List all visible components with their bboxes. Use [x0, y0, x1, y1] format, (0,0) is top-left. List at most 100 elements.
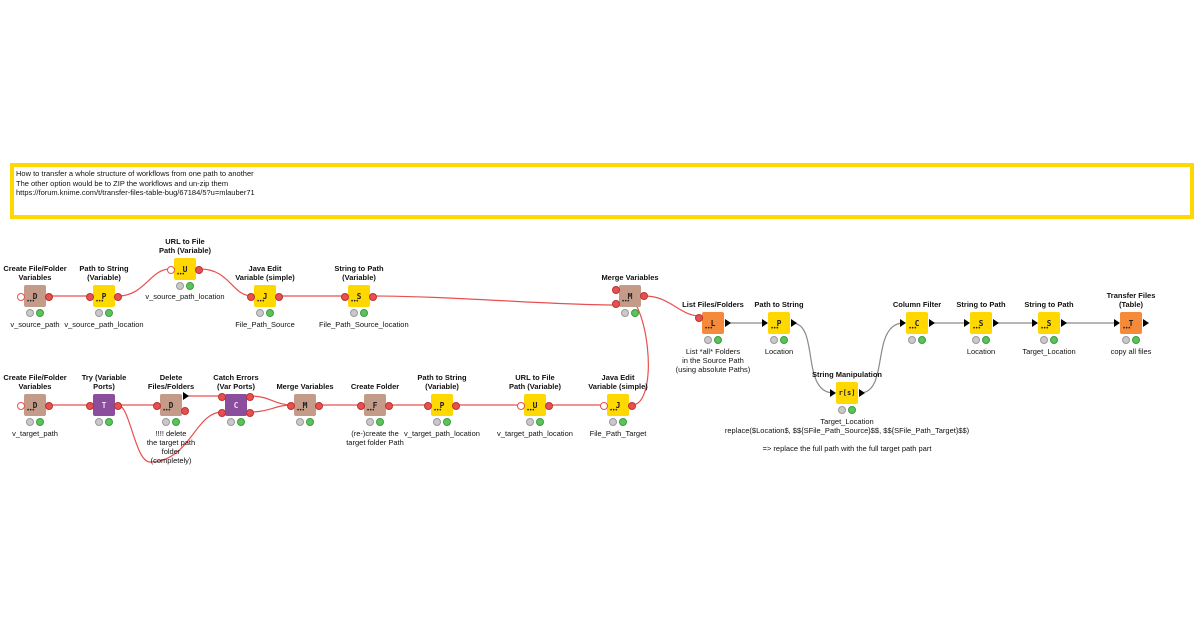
input-port[interactable]: [1032, 319, 1038, 327]
node-url-to-file-path-variable-target[interactable]: URL to File Path (Variable) U ••• v_targ…: [495, 373, 575, 438]
input-port[interactable]: [86, 402, 94, 410]
output-port[interactable]: [181, 407, 189, 415]
output-port[interactable]: [114, 402, 122, 410]
output-port[interactable]: [993, 319, 999, 327]
input-port[interactable]: [695, 314, 703, 322]
node-path-to-string-variable-target[interactable]: Path to String (Variable) P ••• v_target…: [402, 373, 482, 438]
string-to-path-icon[interactable]: S •••: [964, 312, 999, 334]
input-port[interactable]: [424, 402, 432, 410]
node-java-edit-variable-target[interactable]: Java Edit Variable (simple) J ••• File_P…: [578, 373, 658, 438]
output-port[interactable]: [246, 393, 254, 401]
connection-var[interactable]: [117, 268, 171, 297]
input-port[interactable]: [247, 293, 255, 301]
output-port[interactable]: [114, 293, 122, 301]
connection-var[interactable]: [117, 404, 223, 463]
output-port[interactable]: [385, 402, 393, 410]
output-port[interactable]: [195, 266, 203, 274]
workflow-annotation[interactable]: How to transfer a whole structure of wor…: [10, 163, 1194, 219]
output-port[interactable]: [929, 319, 935, 327]
node-create-folder[interactable]: Create Folder F ••• (re-)create the targ…: [335, 382, 415, 447]
list-files-icon[interactable]: L •••: [695, 312, 731, 334]
output-port[interactable]: [45, 402, 53, 410]
node-java-edit-variable[interactable]: Java Edit Variable (simple) J ••• File_P…: [225, 264, 305, 329]
input-port[interactable]: [153, 402, 161, 410]
node-merge-variables-top[interactable]: Merge Variables M •••: [590, 273, 670, 317]
input-port[interactable]: [900, 319, 906, 327]
url-path-icon[interactable]: U •••: [517, 394, 553, 416]
connection-var[interactable]: [199, 268, 253, 297]
output-port[interactable]: [1061, 319, 1067, 327]
output-port[interactable]: [315, 402, 323, 410]
input-port[interactable]: [17, 293, 25, 301]
connection-var[interactable]: [371, 295, 618, 306]
connection-var[interactable]: [644, 295, 701, 317]
node-transfer-files-table[interactable]: Transfer Files (Table) T ••• copy all fi…: [1091, 291, 1171, 356]
java-icon[interactable]: J •••: [247, 285, 283, 307]
node-url-to-file-path-variable[interactable]: URL to File Path (Variable) U ••• v_sour…: [145, 237, 225, 301]
input-port[interactable]: [218, 393, 226, 401]
input-port[interactable]: [218, 409, 226, 417]
column-filter-icon[interactable]: C •••: [900, 312, 935, 334]
delete-icon[interactable]: D •••: [153, 392, 189, 416]
node-path-to-string-variable[interactable]: Path to String (Variable) P ••• v_source…: [64, 264, 144, 329]
input-port[interactable]: [600, 402, 608, 410]
node-column-filter[interactable]: Column Filter C •••: [877, 300, 957, 344]
output-port[interactable]: [725, 319, 731, 327]
merge-icon[interactable]: M •••: [612, 285, 648, 308]
connection-data[interactable]: [791, 322, 835, 394]
output-port[interactable]: [45, 293, 53, 301]
output-port[interactable]: [452, 402, 460, 410]
create-folder-icon[interactable]: F •••: [357, 394, 393, 416]
path-to-string-icon[interactable]: P •••: [424, 394, 460, 416]
node-path-to-string[interactable]: Path to String P ••• Location: [739, 300, 819, 356]
input-port[interactable]: [287, 402, 295, 410]
output-port[interactable]: [183, 392, 189, 400]
node-try-variable-ports[interactable]: Try (Variable Ports) T: [64, 373, 144, 426]
input-port[interactable]: [341, 293, 349, 301]
input-port[interactable]: [1114, 319, 1120, 327]
node-string-to-path-variable[interactable]: String to Path (Variable) S ••• File_Pat…: [319, 264, 409, 329]
string-to-path-icon[interactable]: S •••: [1032, 312, 1067, 334]
string-manipulation-icon[interactable]: r[s]: [830, 382, 865, 404]
input-port[interactable]: [357, 402, 365, 410]
input-port[interactable]: [612, 286, 620, 294]
input-port[interactable]: [964, 319, 970, 327]
string-to-path-icon[interactable]: S •••: [341, 285, 377, 307]
merge-icon[interactable]: M •••: [287, 394, 323, 416]
node-string-manipulation[interactable]: String Manipulation r[s] Target_Location…: [717, 370, 977, 453]
catch-icon[interactable]: C: [218, 393, 254, 417]
output-port[interactable]: [791, 319, 797, 327]
node-create-file-folder-variables-target[interactable]: Create File/Folder Variables D ••• v_tar…: [0, 373, 75, 438]
output-port[interactable]: [859, 389, 865, 397]
input-port[interactable]: [17, 402, 25, 410]
connection-data[interactable]: [859, 322, 905, 394]
transfer-icon[interactable]: T •••: [1114, 312, 1149, 334]
path-to-string-icon[interactable]: P •••: [86, 285, 122, 307]
output-port[interactable]: [275, 293, 283, 301]
output-port[interactable]: [1143, 319, 1149, 327]
node-list-files-folders[interactable]: List Files/Folders L ••• List *all* Fold…: [673, 300, 753, 374]
node-create-file-folder-variables[interactable]: Create File/Folder Variables D ••• v_sou…: [0, 264, 75, 329]
input-port[interactable]: [167, 266, 175, 274]
output-port[interactable]: [628, 402, 636, 410]
url-path-icon[interactable]: U •••: [167, 258, 203, 280]
output-port[interactable]: [545, 402, 553, 410]
node-string-to-path-location[interactable]: String to Path S ••• Location: [941, 300, 1021, 356]
try-icon[interactable]: T: [86, 394, 122, 416]
input-port[interactable]: [517, 402, 525, 410]
node-delete-files-folders[interactable]: Delete Files/Folders D ••• !!!! delete t…: [131, 373, 211, 465]
input-port[interactable]: [762, 319, 768, 327]
output-port[interactable]: [369, 293, 377, 301]
java-icon[interactable]: J •••: [600, 394, 636, 416]
output-port[interactable]: [640, 292, 648, 300]
node-catch-errors-var-ports[interactable]: Catch Errors (Var Ports) C: [196, 373, 276, 426]
path-to-string-icon[interactable]: P •••: [762, 312, 797, 334]
file-variable-icon[interactable]: D •••: [17, 394, 53, 416]
input-port[interactable]: [830, 389, 836, 397]
output-port[interactable]: [246, 409, 254, 417]
input-port[interactable]: [612, 300, 620, 308]
input-port[interactable]: [86, 293, 94, 301]
file-variable-icon[interactable]: D •••: [17, 285, 53, 307]
node-string-to-path-target[interactable]: String to Path S ••• Target_Location: [1009, 300, 1089, 356]
